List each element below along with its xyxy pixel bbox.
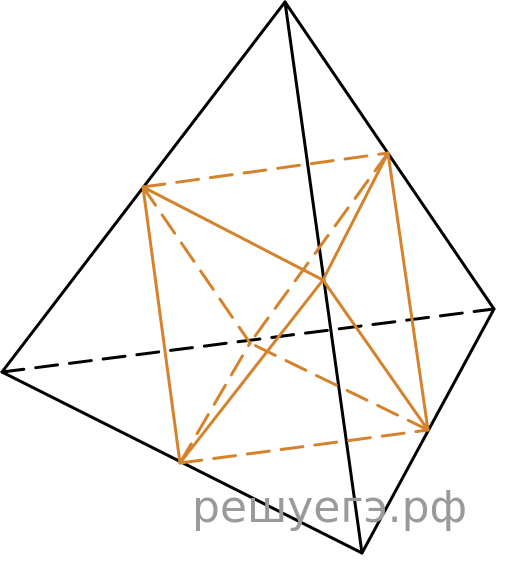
octa-edge-hidden-4 bbox=[248, 151, 390, 345]
octa-edge-1 bbox=[141, 185, 325, 282]
octa-edge-3 bbox=[178, 278, 325, 465]
watermark-text: решуегэ.рф bbox=[192, 482, 467, 533]
octa-edge-hidden-6 bbox=[248, 341, 430, 432]
octa-edge-hidden-2 bbox=[178, 428, 430, 465]
octa-edge-hidden-1 bbox=[141, 151, 390, 189]
octa-edge-hidden-3 bbox=[141, 185, 252, 345]
octa-edge-4 bbox=[321, 278, 430, 432]
octa-edge-5 bbox=[141, 185, 182, 465]
octa-edge-6 bbox=[386, 151, 430, 432]
octa-edge-hidden-5 bbox=[178, 341, 252, 465]
octa-edge-2 bbox=[321, 151, 390, 282]
